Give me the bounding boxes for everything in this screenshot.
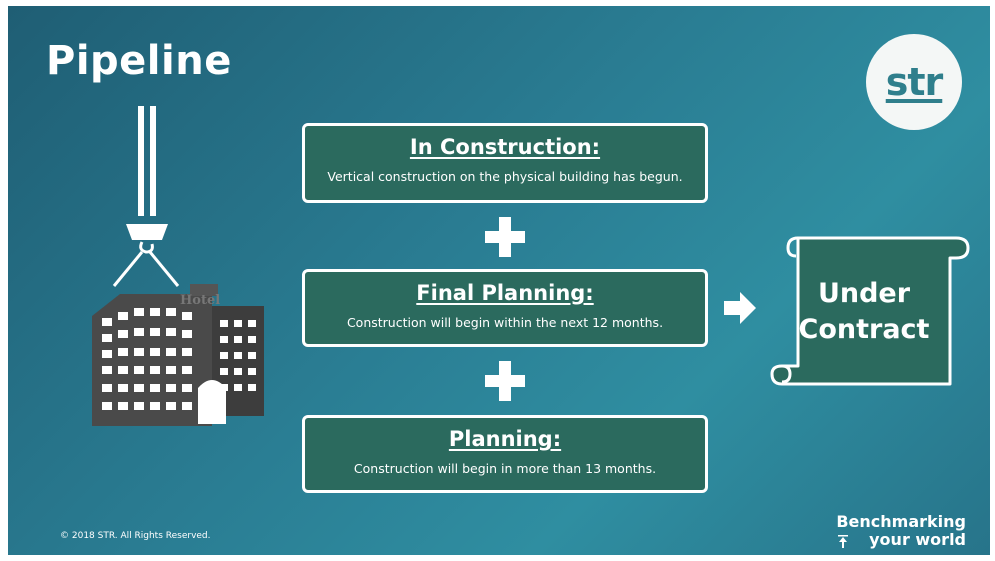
under-contract-line2: Contract — [798, 314, 930, 345]
arrow-right-icon — [724, 292, 756, 324]
crane-hook — [139, 241, 154, 254]
crane-sling-left — [112, 251, 144, 287]
plus-icon — [485, 217, 525, 257]
stage-heading: In Construction: — [409, 135, 601, 159]
logo-text: str — [885, 60, 944, 104]
stage-description: Vertical construction on the physical bu… — [327, 169, 683, 184]
crane-sling-right — [148, 251, 180, 287]
crane-cable-left — [138, 106, 144, 216]
stage-heading: Final Planning: — [416, 281, 594, 305]
slide-title: Pipeline — [46, 38, 232, 84]
slide: Pipeline str Hotel — [8, 6, 990, 555]
tagline-line1: Benchmarking — [836, 512, 966, 531]
tagline-arrow-icon — [838, 535, 848, 548]
str-logo: str — [866, 34, 962, 130]
crane-hook-block — [126, 224, 168, 240]
hotel-door — [198, 380, 226, 424]
stage-description: Construction will begin in more than 13 … — [353, 461, 657, 476]
copyright-notice: © 2018 STR. All Rights Reserved. — [60, 531, 211, 541]
crane-cable-right — [150, 106, 156, 216]
tagline-line2: your world — [869, 530, 966, 549]
hotel-main — [92, 294, 212, 426]
stage-description: Construction will begin within the next … — [346, 315, 664, 330]
hotel-crane-icon: Hotel — [92, 106, 264, 426]
scroll-icon — [770, 236, 970, 386]
under-contract-label: Under Contract — [796, 276, 932, 348]
stage-in-construction: In Construction: Vertical construction o… — [302, 123, 708, 203]
under-contract-line1: Under — [817, 278, 911, 309]
hotel-sign: Hotel — [180, 293, 220, 308]
stage-planning: Planning: Construction will begin in mor… — [302, 415, 708, 493]
tagline: Benchmarking your world — [834, 513, 966, 549]
plus-icon — [485, 361, 525, 401]
stage-heading: Planning: — [448, 427, 562, 451]
hotel-sign-board — [190, 284, 218, 296]
stage-final-planning: Final Planning: Construction will begin … — [302, 269, 708, 347]
hotel-windows — [102, 308, 256, 410]
